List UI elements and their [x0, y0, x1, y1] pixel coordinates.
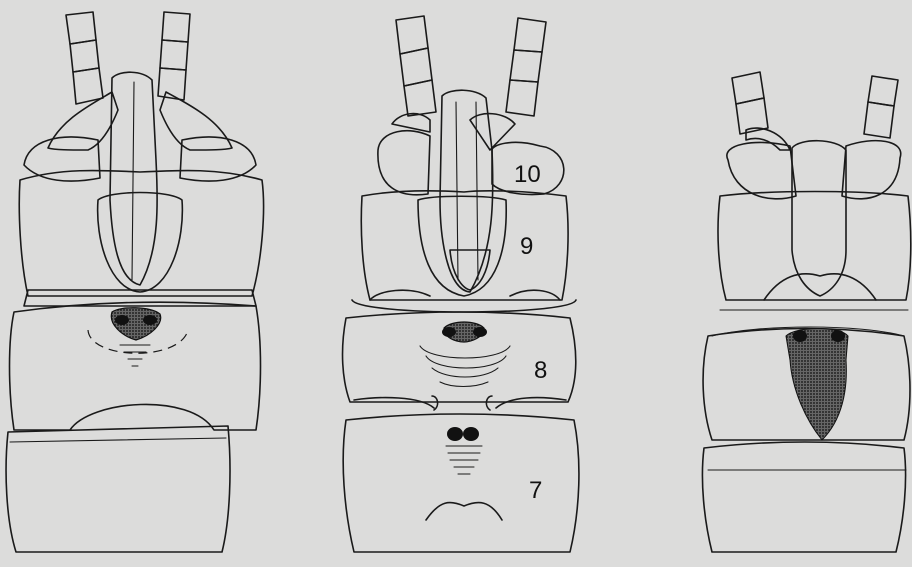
middle-segment-9: [361, 191, 568, 300]
right-segment-9: [718, 192, 911, 301]
label-segment-8: 8: [534, 357, 547, 384]
left-segment-9: [19, 170, 263, 296]
right-segment-7: [702, 442, 905, 552]
label-segment-7: 7: [529, 477, 542, 504]
middle-cerci: [396, 16, 546, 116]
left-segment-7: [6, 426, 230, 552]
left-segment-10: [48, 92, 118, 150]
label-segment-9: 9: [520, 233, 533, 260]
right-segment-10: [727, 142, 796, 198]
label-segment-10: 10: [514, 161, 541, 188]
panel-right: [702, 72, 910, 552]
left-cerci: [66, 12, 190, 104]
panel-middle: 10 9 8 7: [343, 16, 579, 552]
right-central-organ: [792, 141, 846, 296]
panel-left: [6, 12, 263, 552]
